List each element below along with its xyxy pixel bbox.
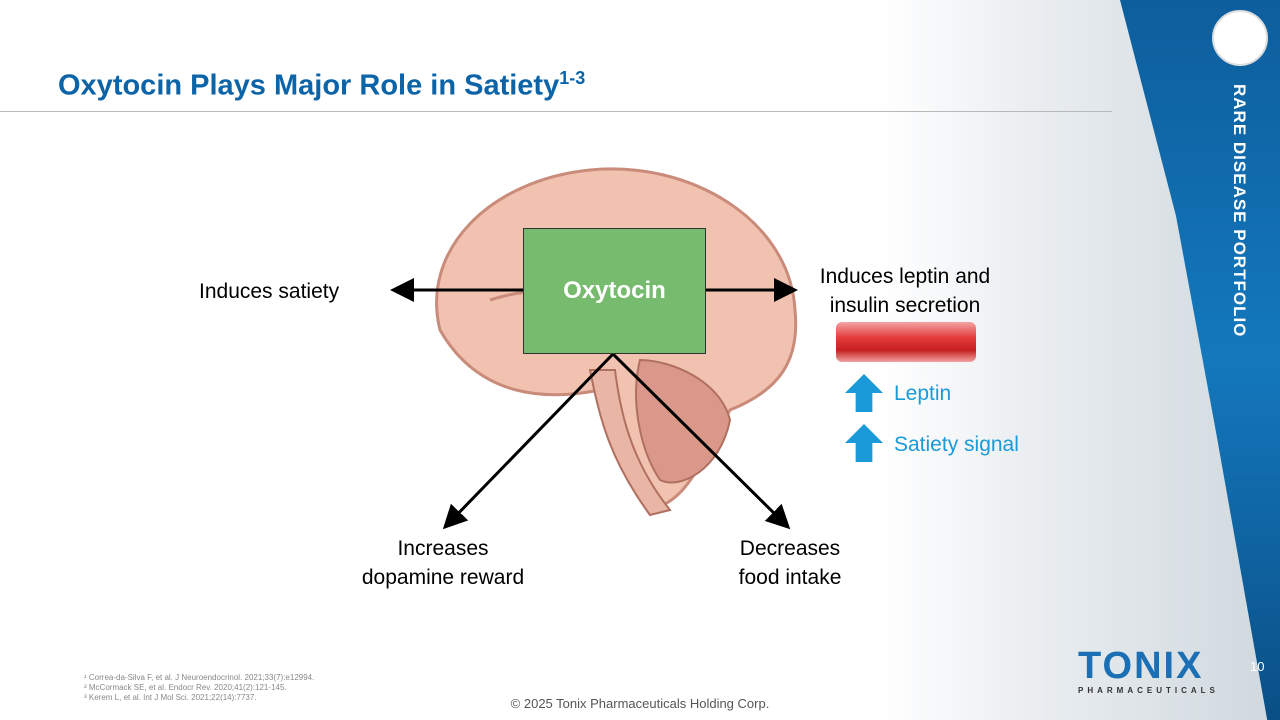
page-number: 10: [1250, 659, 1265, 674]
logo-name: TONIX: [1078, 645, 1204, 687]
reference: ¹ Correa-da-Silva F, et al. J Neuroendoc…: [84, 673, 315, 682]
label-food-intake: Decreases food intake: [700, 534, 880, 592]
label-line: dopamine reward: [361, 566, 525, 589]
reference: ³ Kerem L, et al. Int J Mol Sci. 2021;22…: [84, 693, 257, 702]
label-line: insulin secretion: [829, 294, 981, 317]
reference: ² McCormack SE, et al. Endocr Rev. 2020;…: [84, 683, 287, 692]
label-leptin-insulin: Induces leptin and insulin secretion: [800, 262, 1010, 320]
label-line: Decreases: [739, 537, 841, 560]
references: ¹ Correa-da-Silva F, et al. J Neuroendoc…: [84, 673, 314, 703]
label-line: Increases: [397, 537, 489, 560]
copyright: © 2025 Tonix Pharmaceuticals Holding Cor…: [510, 696, 770, 711]
dna-emblem-icon: [1212, 10, 1268, 66]
slide-title: Oxytocin Plays Major Role in Satiety1-3: [58, 68, 586, 102]
side-label: RARE DISEASE PORTFOLIO: [1230, 84, 1249, 338]
title-divider: [0, 111, 1112, 112]
label-line: food intake: [738, 566, 842, 589]
oxytocin-box: Oxytocin: [523, 228, 706, 354]
effect-satiety-signal: Satiety signal: [894, 433, 1019, 456]
label-dopamine: Increases dopamine reward: [343, 534, 543, 592]
blood-vessel-image: [836, 322, 976, 362]
label-induces-satiety: Induces satiety: [199, 280, 340, 303]
label-line: Induces leptin and: [819, 265, 991, 288]
effect-leptin: Leptin: [894, 382, 952, 405]
logo-sub: PHARMACEUTICALS: [1078, 686, 1219, 695]
